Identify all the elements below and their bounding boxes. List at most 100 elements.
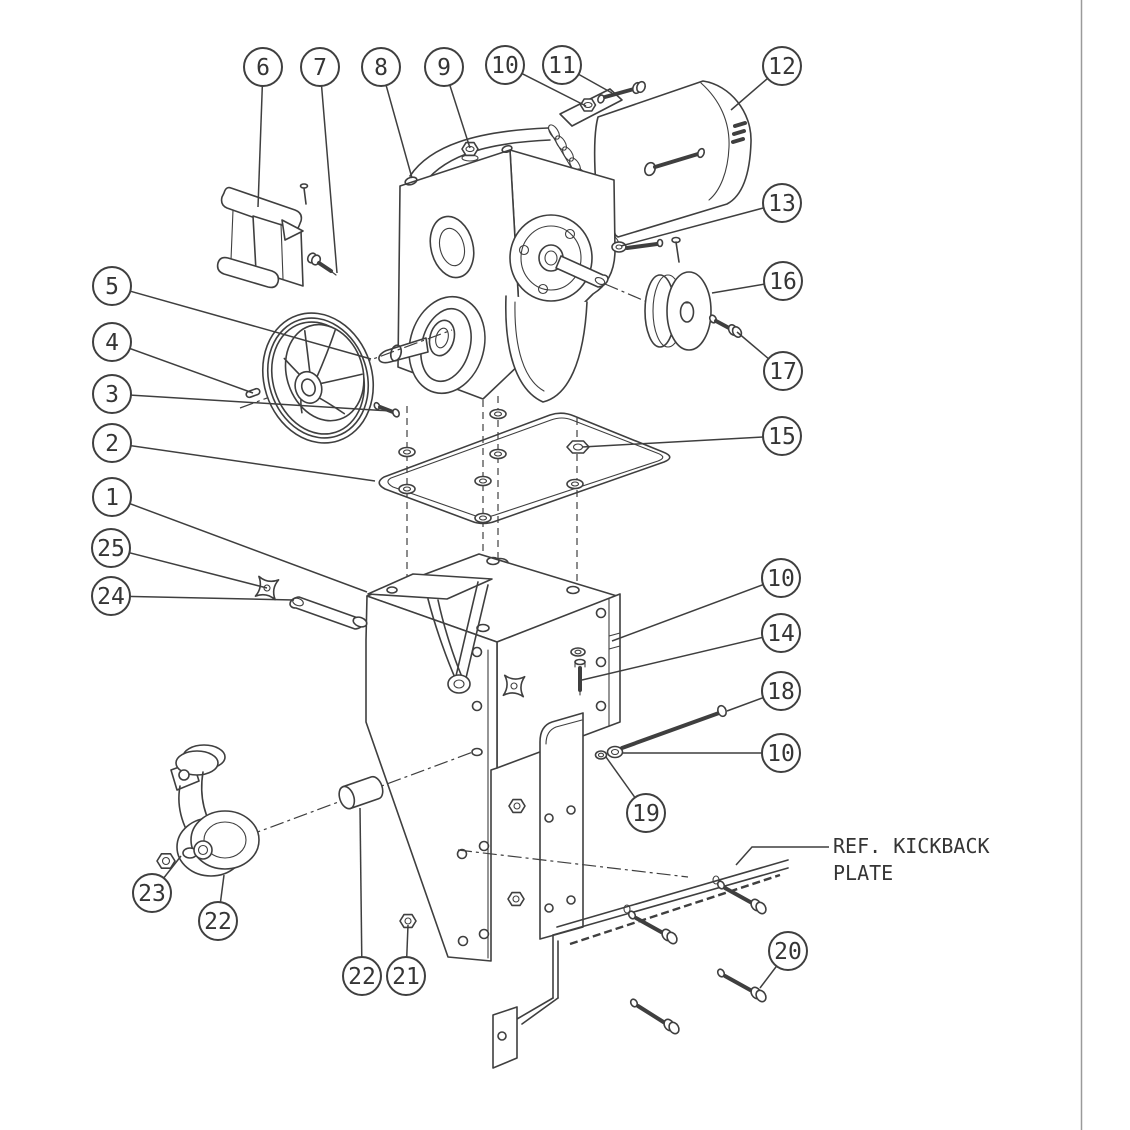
callout-5: 5 (92, 266, 372, 360)
callout-number: 13 (768, 191, 796, 217)
callout-3: 3 (92, 374, 392, 414)
callout-18: 18 (726, 671, 801, 712)
callout-6: 6 (243, 47, 283, 208)
callout-bubble (768, 931, 808, 971)
callout-number: 21 (392, 964, 420, 990)
callout-bubble (92, 322, 132, 362)
callout-number: 1 (105, 485, 119, 511)
callout-22: 22 (342, 807, 382, 996)
callout-bubble (762, 46, 802, 86)
callout-10: 10 (622, 733, 801, 773)
washer (566, 478, 584, 490)
callout-24: 24 (91, 576, 295, 616)
housing-oval-hole (429, 215, 475, 279)
gasket (378, 412, 671, 525)
callout-8: 8 (361, 47, 413, 179)
callout-number: 2 (105, 431, 119, 457)
callout-bubble (91, 528, 131, 568)
callout-21: 21 (386, 924, 426, 996)
leader-line (620, 202, 783, 247)
callout-number: 10 (767, 741, 795, 767)
input-boss (378, 295, 486, 395)
callout-number: 8 (374, 55, 388, 81)
callout-bubble (91, 576, 131, 616)
callout-bubble (762, 416, 802, 456)
spacer-22 (338, 775, 384, 810)
callout-number: 15 (768, 424, 796, 450)
callout-number: 3 (105, 382, 119, 408)
callout-13: 13 (620, 183, 802, 247)
callout-bubble (132, 873, 172, 913)
callout-number: 22 (204, 909, 232, 935)
kickback-axis-line (457, 849, 689, 878)
callout-bubble (361, 47, 401, 87)
leader-line (611, 577, 782, 642)
vent-screw (671, 236, 681, 263)
motor-pulley-axis-line (604, 283, 653, 305)
callout-14: 14 (581, 613, 801, 681)
callout-number: 10 (767, 566, 795, 592)
callout-bubble (386, 956, 426, 996)
callout-bubble (626, 793, 666, 833)
callout-22: 22 (198, 874, 238, 941)
housing-bell (504, 295, 588, 403)
bolt-18 (606, 704, 728, 759)
callout-2: 2 (92, 423, 376, 482)
callout-number: 24 (97, 584, 125, 610)
clamp-bracket-6 (216, 186, 304, 289)
hex-nut (507, 891, 525, 907)
screw-small (299, 183, 309, 205)
pulley-bore (679, 301, 695, 323)
leader-line (257, 66, 264, 208)
callout-bubble (92, 423, 132, 463)
callout-bubble (763, 261, 803, 301)
callout-number: 12 (768, 54, 796, 80)
pulley-spoke (319, 373, 363, 385)
callout-number: 19 (632, 801, 660, 827)
callout-9: 9 (424, 47, 471, 149)
washer (489, 448, 507, 460)
motor (593, 80, 752, 238)
washer (474, 512, 492, 524)
callout-number: 23 (138, 881, 166, 907)
callout-bubble (198, 901, 238, 941)
callout-4: 4 (92, 322, 254, 394)
leader-line (111, 496, 368, 593)
callout-bubble (92, 374, 132, 414)
leader-line (581, 435, 783, 448)
callout-number: 5 (105, 274, 119, 300)
callout-number: 4 (105, 330, 119, 356)
washer (474, 475, 492, 487)
callout-11: 11 (542, 45, 613, 94)
screw-11 (597, 80, 647, 104)
callout-10: 10 (485, 45, 587, 107)
nut-21 (399, 913, 417, 929)
pulley-spoke (315, 329, 336, 379)
callout-17: 17 (736, 331, 803, 391)
callout-bubble (761, 558, 801, 598)
washer (398, 446, 416, 458)
callout-number: 18 (767, 679, 795, 705)
retaining-pin-24 (289, 596, 368, 630)
bracket-side-plate (539, 712, 584, 940)
callout-number: 7 (313, 55, 327, 81)
callout-number: 22 (348, 964, 376, 990)
shaft-washer (389, 344, 403, 362)
callout-25: 25 (91, 528, 268, 589)
washer (398, 483, 416, 495)
callout-number: 11 (548, 53, 576, 79)
gearbox-flange (509, 214, 609, 302)
nut-9 (461, 141, 479, 162)
callout-15: 15 (581, 416, 802, 456)
callout-number: 10 (491, 53, 519, 79)
callout-bubble (485, 45, 525, 85)
leader-line (110, 547, 268, 589)
leader-line (111, 442, 376, 482)
setscrew-17 (708, 314, 743, 338)
callout-10: 10 (611, 558, 801, 642)
callout-number: 6 (256, 55, 270, 81)
bolt-14 (574, 658, 586, 696)
kickback-screw (716, 880, 767, 915)
